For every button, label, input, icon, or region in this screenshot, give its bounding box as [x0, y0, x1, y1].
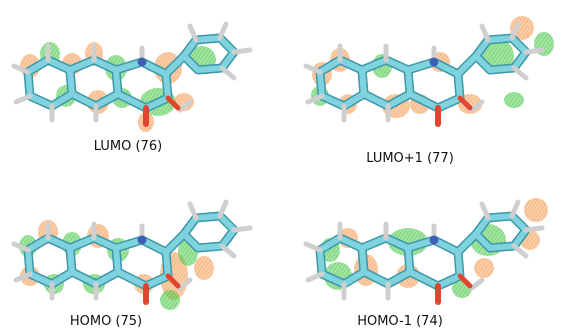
panel-homo-minus-1: HOMO-1 (74)	[306, 198, 548, 329]
molecule-model	[14, 24, 250, 124]
panel-homo: HOMO (75)	[14, 202, 250, 329]
panel-label: LUMO+1 (77)	[366, 151, 454, 166]
panel-label: HOMO (75)	[70, 314, 142, 329]
molecule-model	[14, 202, 250, 302]
molecule-model	[306, 202, 542, 302]
panel-lumo-plus-1: LUMO+1 (77)	[306, 16, 554, 166]
panel-label: LUMO (76)	[94, 139, 162, 154]
panel-label: HOMO-1 (74)	[357, 314, 443, 329]
panel-lumo: LUMO (76)	[14, 24, 250, 154]
